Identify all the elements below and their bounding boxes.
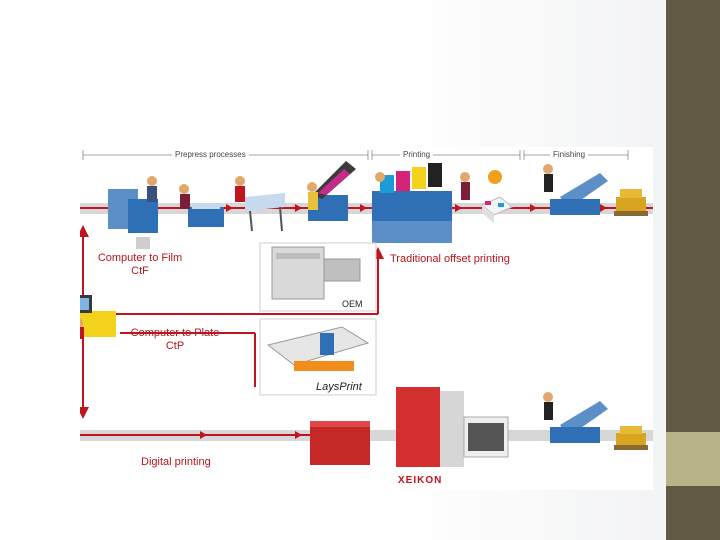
paper-stack-icon	[460, 170, 513, 223]
film-processor-icon	[179, 184, 224, 227]
platesetter-icon	[307, 161, 356, 221]
digital-press-icon	[310, 387, 509, 467]
imagesetter-icon	[108, 176, 158, 249]
ctp-machine-icon	[259, 318, 377, 396]
route-label-ctp-line2: CtP	[165, 340, 185, 352]
xeikon-logo: XEIKON	[398, 475, 443, 486]
laysprint-logo: LaysPrint	[316, 381, 362, 393]
route-label-ctp-line1: Computer to Plate	[130, 327, 220, 339]
route-label-ctp: Computer to Plate CtP	[122, 327, 228, 353]
workstation-icon	[80, 295, 116, 339]
diagram-graphics	[80, 150, 653, 467]
route-label-offset: Traditional offset printing	[390, 253, 510, 265]
route-label-digital: Digital printing	[141, 456, 211, 468]
stage-header-brackets	[82, 150, 629, 160]
route-label-ctf-line1: Computer to Film	[97, 252, 183, 264]
offset-press-icon	[372, 163, 452, 243]
slide-side-accent	[666, 432, 720, 486]
stage-header-finishing: Finishing	[550, 150, 589, 160]
light-table-icon	[235, 176, 285, 232]
folding-machine-icon	[543, 164, 608, 215]
route-label-ctf-line2: CtF	[131, 265, 149, 277]
printing-workflow-diagram: Prepress processes Printing Finishing Co…	[80, 147, 653, 490]
stage-header-printing: Printing	[400, 150, 434, 160]
slide-content: Prepress processes Printing Finishing Co…	[80, 147, 653, 490]
oem-machine-icon	[259, 242, 377, 312]
pallet-icon	[614, 189, 648, 216]
route-label-ctf: Computer to Film CtF	[92, 252, 188, 278]
folding-machine-icon	[543, 392, 608, 443]
pallet-icon	[614, 426, 648, 450]
oem-label: OEM	[342, 299, 363, 309]
stage-header-prepress: Prepress processes	[172, 150, 249, 160]
